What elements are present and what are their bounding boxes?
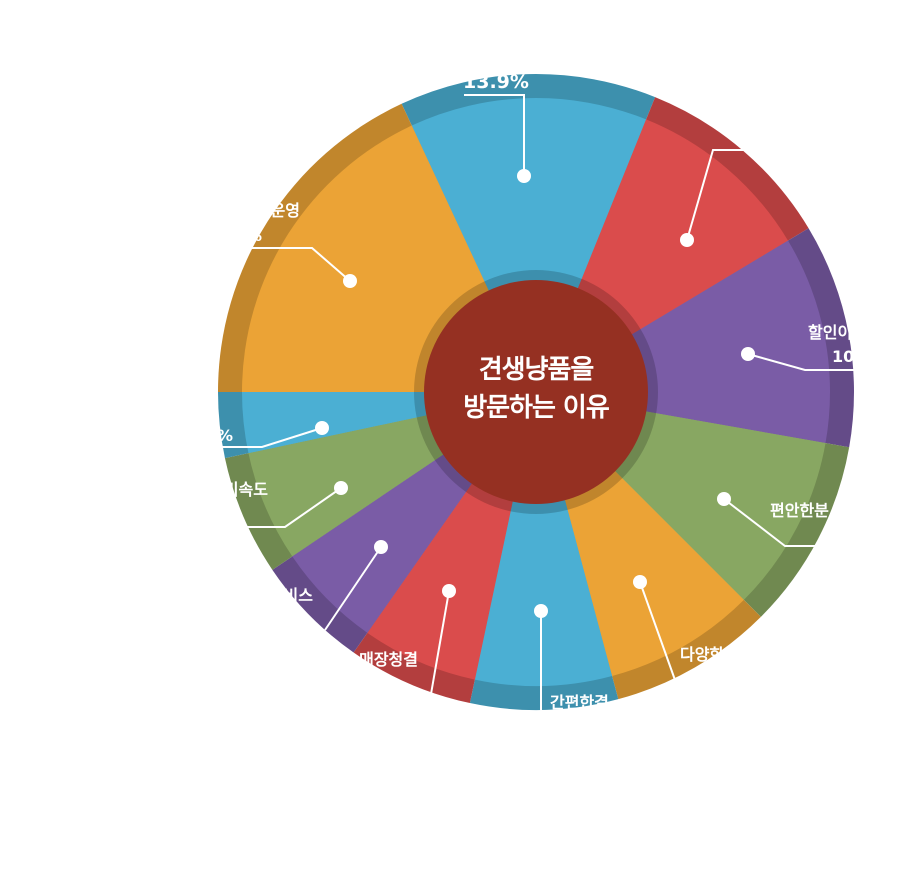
slice-label-9: 비속도 — [224, 480, 268, 499]
center-title-line2: 방문하는 이유 — [463, 393, 610, 423]
center-hub — [424, 280, 648, 504]
slice-label-3: 할인이 — [808, 323, 852, 342]
leader-dot-11 — [343, 274, 357, 288]
slice-label-4: 편안한분 — [770, 501, 829, 520]
slice-label-6: 간편한결 — [550, 693, 609, 712]
leader-dot-7 — [442, 584, 456, 598]
center-title: 견생냥품을 방문하는 이유 — [436, 351, 636, 427]
crop-left — [0, 0, 217, 884]
leader-line-10 — [200, 427, 323, 448]
pie-slice-6 — [474, 392, 613, 687]
leader-line-5 — [639, 581, 676, 681]
leader-line-4 — [723, 498, 860, 547]
leader-line-7 — [430, 590, 450, 695]
leader-dot-2 — [680, 233, 694, 247]
leader-dot-10 — [315, 421, 329, 435]
leader-dot-6 — [534, 604, 548, 618]
slice-label-11: 운영 — [271, 201, 300, 220]
leader-line-1 — [464, 94, 525, 176]
slice-value-11: % — [246, 226, 262, 245]
leader-dot-4 — [717, 492, 731, 506]
crop-right — [856, 0, 917, 884]
slice-label-10: % — [217, 426, 233, 445]
leader-dot-9 — [334, 481, 348, 495]
leader-line-3 — [747, 353, 860, 371]
slice-label-1: 13.9% — [463, 71, 529, 93]
slice-label-7: 매장청결 — [359, 650, 418, 669]
leader-line-9 — [225, 487, 342, 528]
leader-dot-5 — [633, 575, 647, 589]
leader-line-8 — [324, 546, 382, 631]
leader-line-11 — [230, 247, 351, 282]
leader-line-2 — [686, 149, 745, 241]
slice-value-3: 10 — [832, 347, 854, 366]
pie-slice-1 — [411, 98, 647, 393]
center-title-line1: 견생냥품을 — [478, 355, 595, 385]
slice-label-8: 비스 — [284, 586, 314, 605]
slice-label-5: 다양한 — [680, 645, 724, 664]
leader-dot-8 — [374, 540, 388, 554]
leader-dot-3 — [741, 347, 755, 361]
leader-dot-1 — [517, 169, 531, 183]
